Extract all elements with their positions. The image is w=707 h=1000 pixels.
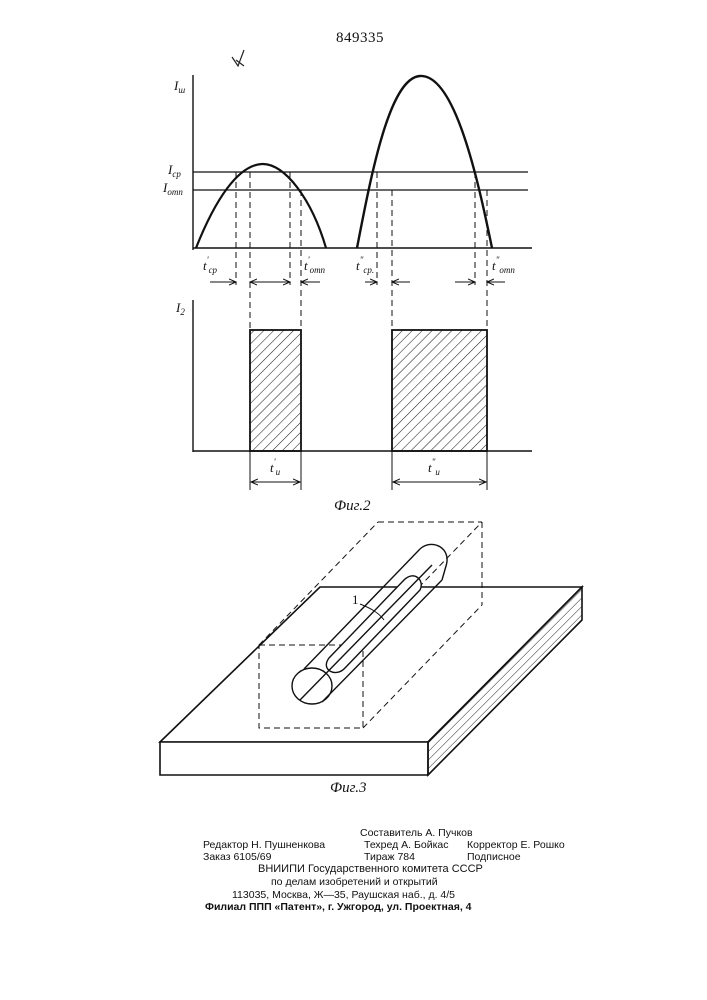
- callout-number: 1: [352, 592, 359, 608]
- pulse-1-curve: [196, 164, 326, 248]
- figure-2-caption: Фиг.2: [334, 498, 370, 515]
- t2-cp-label: t"ср.: [356, 258, 374, 274]
- imprint-org2: по делам изобретений и открытий: [271, 875, 438, 889]
- output-pulse-2: [392, 330, 487, 451]
- handwritten-mark: [232, 50, 244, 66]
- lower-extension-lines: [250, 451, 487, 490]
- t2-otp-label: t"отп: [492, 258, 515, 274]
- projection-lines: [236, 172, 487, 330]
- output-pulse-1: [250, 330, 301, 451]
- i-cp-label: Iср: [168, 162, 181, 178]
- t1-cp-label: t'ср: [203, 258, 217, 274]
- imprint-org1: ВНИИПИ Государственного комитета СССР: [258, 862, 483, 876]
- t1-i-label: t'и: [270, 460, 280, 476]
- t1-otp-label: t'отп: [304, 258, 325, 274]
- i-otp-label: Iотп: [163, 180, 183, 196]
- lower-y-axis-label: I2: [176, 300, 185, 316]
- figure-3-caption: Фиг.3: [330, 780, 366, 797]
- t2-i-label: t"и: [428, 460, 440, 476]
- imprint-branch: Филиал ППП «Патент», г. Ужгород, ул. Про…: [205, 900, 472, 914]
- upper-y-axis-label: Iш: [174, 78, 185, 94]
